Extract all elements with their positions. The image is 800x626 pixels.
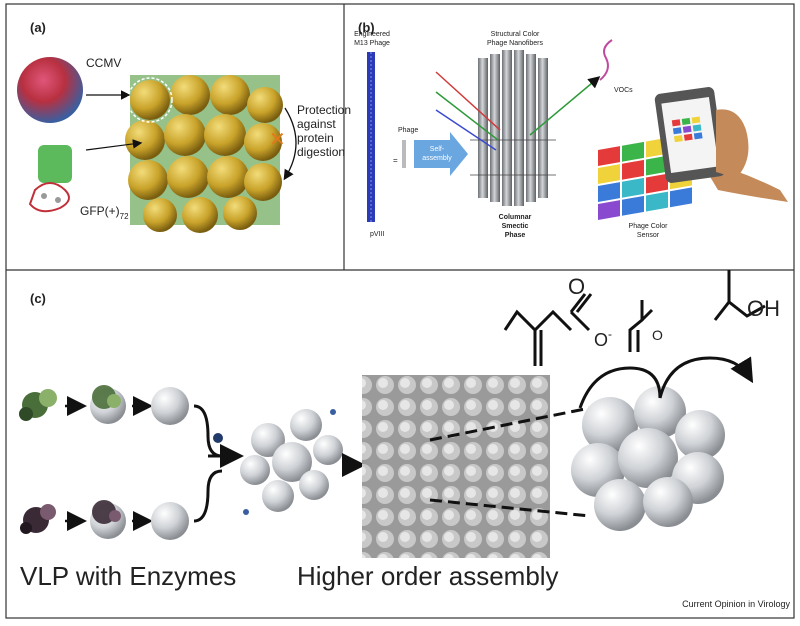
engineered-text-1: Engineered	[354, 31, 390, 38]
vocs-label: VOCs	[614, 87, 633, 94]
gfp-protein-image	[28, 145, 72, 213]
self-assembly-arrow	[414, 132, 468, 176]
blue-light-ray	[435, 109, 497, 151]
higher-order-caption: Higher order assembly	[297, 561, 559, 591]
self-assembly-text-2: assembly	[422, 155, 452, 162]
protection-text-4: digestion	[297, 145, 345, 159]
zoom-line-top	[429, 406, 591, 442]
red-light-ray	[435, 71, 501, 131]
large-vlp-assembly	[571, 386, 725, 531]
ccmv-virus-image	[17, 57, 83, 123]
ccmv-lattice-image	[125, 75, 283, 233]
green-light-ray	[435, 91, 499, 141]
engineered-text-2: M13 Phage	[354, 40, 390, 47]
columnar-text-3: Phase	[505, 232, 526, 239]
tem-micrograph	[362, 375, 550, 558]
vlp-enzymes-caption: VLP with Enzymes	[20, 561, 236, 591]
merge-bracket	[193, 404, 223, 523]
phage-label: Phage	[398, 127, 418, 134]
columnar-text-2: Smectic	[502, 223, 529, 230]
vlp-sealed-green	[151, 387, 189, 425]
smartphone-image	[654, 87, 788, 202]
self-assembly-text-1: Self-	[430, 146, 445, 153]
chemical-structures	[503, 270, 766, 409]
columnar-text-1: Columnar	[499, 214, 532, 221]
carbonyl-o-label: O	[568, 274, 585, 299]
protection-arrow	[283, 107, 297, 181]
enzyme-green-cluster	[19, 389, 57, 421]
aldehyde-o-label: O	[652, 327, 663, 343]
panel-b-label: (b)	[358, 20, 375, 35]
sensor-text-1: Phage Color	[629, 223, 669, 230]
ccmv-label: CCMV	[86, 56, 121, 70]
block-x-icon: ✕	[269, 129, 286, 151]
panel-c-label: (c)	[30, 291, 46, 306]
protection-text-3: protein	[297, 131, 334, 145]
sensor-text-2: Sensor	[637, 232, 660, 239]
pviii-label: pVIII	[370, 231, 384, 238]
vlp-filling-purple	[90, 500, 126, 539]
nanofiber-text-2: Phage Nanofibers	[487, 40, 544, 47]
hydroxyl-oh-label: OH	[747, 296, 780, 321]
protection-text-1: Protection	[297, 103, 351, 117]
footer-credit: Current Opinion in Virology	[682, 599, 790, 609]
reflected-green-ray	[529, 76, 601, 136]
panel-a-label: (a)	[30, 20, 46, 35]
vlp-filling-green	[90, 385, 126, 424]
enzyme-purple-cluster	[20, 504, 56, 534]
linker-dot	[213, 433, 223, 443]
nanofiber-text-1: Structural Color	[491, 31, 540, 38]
gfp-arrow	[85, 139, 143, 151]
figure-border	[5, 3, 795, 619]
equals-sign: =	[393, 156, 398, 165]
zoom-line-bottom	[429, 498, 591, 518]
gfp-label: GFP(+)72	[80, 204, 129, 221]
protection-text-2: against	[297, 117, 336, 131]
m13-phage-image	[367, 52, 375, 222]
vocs-molecule-icon	[599, 39, 613, 81]
small-vlp-cluster	[240, 409, 343, 515]
carboxylate-o-label: O-	[594, 327, 612, 350]
vlp-sealed-purple	[151, 502, 189, 540]
phage-rod-icon	[402, 140, 406, 168]
